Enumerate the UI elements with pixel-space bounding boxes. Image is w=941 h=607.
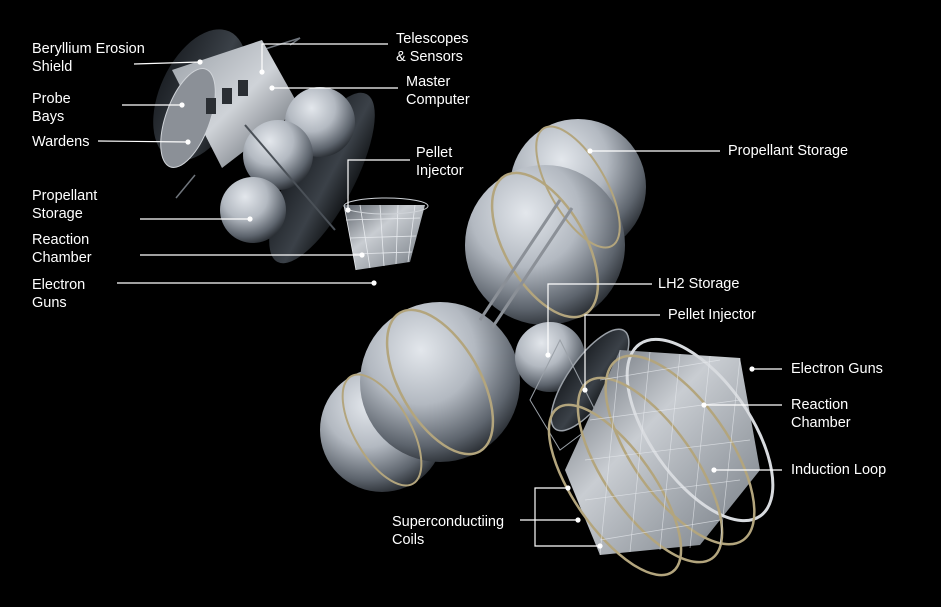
leader-pellet-large: [584, 314, 660, 390]
label-master-computer: Master Computer: [406, 74, 470, 108]
label-pellet-injector-small: Pellet Injector: [416, 145, 464, 179]
label-telescopes-sensors: Telescopes & Sensors: [396, 31, 469, 65]
label-propellant-storage-small: Propellant Storage: [32, 188, 98, 222]
upper-propellant-sphere-front: [465, 165, 625, 325]
leader-telescopes: [261, 43, 388, 72]
large-spacecraft: [320, 119, 775, 577]
leader-beryllium: [133, 61, 201, 65]
label-electron-guns-large: Electron Guns: [791, 361, 883, 377]
label-reaction-chamber-small: Reaction Chamber: [32, 232, 92, 266]
label-probe-bays: Probe Bays: [32, 91, 71, 125]
label-electron-guns-small: Electron Guns: [32, 277, 86, 311]
large-reaction-chamber: [565, 350, 760, 555]
lower-propellant-sphere-front: [360, 302, 520, 462]
leader-lh2: [547, 283, 652, 355]
leader-lines: [97, 43, 782, 549]
leader-wardens: [97, 140, 189, 143]
label-pellet-injector-large: Pellet Injector: [668, 307, 756, 323]
label-wardens: Wardens: [32, 134, 90, 150]
label-propellant-storage-large: Propellant Storage: [728, 143, 849, 159]
label-lh2-storage: LH2 Storage: [658, 276, 740, 292]
small-propellant-sphere: [220, 177, 286, 243]
small-spacecraft: [153, 29, 429, 271]
label-reaction-chamber-large: Reaction Chamber: [791, 397, 851, 431]
label-induction-loop: Induction Loop: [791, 462, 887, 478]
label-superconducting-coils: Superconductiing Coils: [392, 514, 505, 548]
small-sphere-mid: [243, 120, 313, 190]
leader-pellet-injector-small: [347, 159, 410, 210]
label-beryllium-shield: Beryllium Erosion Shield: [32, 41, 145, 75]
leader-coils: [520, 487, 568, 521]
